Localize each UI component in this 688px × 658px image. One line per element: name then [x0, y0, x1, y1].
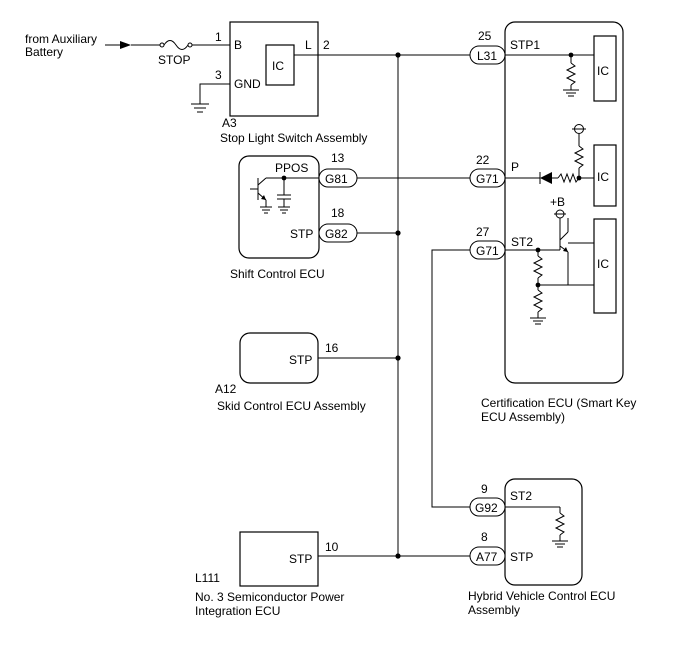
junction-dot-top	[395, 52, 401, 58]
cert-ic-3-label: IC	[597, 257, 609, 271]
hybrid-stp-label: STP	[510, 550, 533, 564]
cert-ic-1-box	[593, 35, 617, 102]
stp1-resistor-icon	[563, 55, 579, 97]
power-stp-label: STP	[289, 552, 312, 566]
certification-name-line1: Certification ECU (Smart Key	[481, 396, 636, 410]
pin-gnd-number: 3	[215, 68, 222, 82]
connector-a77	[469, 546, 506, 566]
diode-icon	[539, 172, 552, 184]
st2-transistor-icon	[559, 218, 594, 285]
ppos-label: PPOS	[275, 161, 308, 175]
power-stp-pin-number: 10	[325, 540, 339, 554]
p-resistor-icon	[557, 172, 580, 184]
stop-light-ic-label: IC	[272, 59, 284, 73]
connector-l31-label: L31	[477, 49, 497, 63]
p-label: P	[511, 160, 519, 174]
fuse-label: STOP	[158, 53, 190, 67]
certification-name-line2: ECU Assembly)	[481, 410, 565, 424]
stop-light-name: Stop Light Switch Assembly	[220, 131, 367, 145]
stop-light-ref: A3	[222, 116, 237, 130]
stp-bus-wires	[318, 54, 470, 557]
stp1-pin-number: 25	[478, 29, 492, 43]
hybrid-ecu-box	[504, 478, 583, 586]
hybrid-name-line2: Assembly	[468, 603, 520, 617]
stp1-label: STP1	[510, 38, 540, 52]
power-integration-ref: L111	[195, 571, 220, 585]
power-integration-name-line1: No. 3 Semiconductor Power	[195, 590, 344, 604]
shift-control-name: Shift Control ECU	[230, 267, 325, 281]
source-label-line2: Battery	[25, 45, 63, 59]
connector-g81	[318, 168, 358, 188]
fuse-symbol	[159, 40, 193, 50]
cert-ic-3-box	[593, 218, 617, 314]
power-integration-name-line2: Integration ECU	[195, 604, 280, 618]
connector-g82-label: G82	[325, 227, 348, 241]
st2-resistor-network-icon	[530, 250, 594, 325]
junction-dot-bottom	[395, 553, 401, 559]
pin-l-number: 2	[323, 38, 330, 52]
ppos-pin-number: 13	[331, 151, 345, 165]
connector-g81-label: G81	[325, 172, 348, 186]
source-arrow	[105, 41, 160, 49]
hybrid-st2-pin-number: 9	[481, 482, 488, 496]
connector-g71-p-label: G71	[476, 172, 499, 186]
connector-g92-label: G92	[475, 501, 498, 515]
connector-g71-st2-label: G71	[476, 244, 499, 258]
connector-g82	[318, 223, 358, 243]
pin-l-label: L	[305, 38, 312, 52]
hybrid-st2-label: ST2	[510, 489, 532, 503]
cert-ic-1-label: IC	[597, 64, 609, 78]
plus-b-terminal-icon	[554, 209, 566, 236]
hybrid-resistor-icon	[552, 507, 568, 548]
skid-control-box	[239, 332, 319, 384]
stop-light-ground-icon	[191, 83, 230, 113]
skid-stp-label: STP	[289, 353, 312, 367]
skid-stp-pin-number: 16	[325, 341, 339, 355]
pin-b-label: B	[234, 38, 242, 52]
pin-b-number: 1	[215, 30, 222, 44]
junction-dot-shift	[395, 230, 401, 236]
power-integration-box	[239, 531, 319, 587]
p-pullup-icon	[572, 124, 586, 178]
skid-control-name: Skid Control ECU Assembly	[217, 399, 366, 413]
connector-a77-label: A77	[476, 550, 498, 564]
pin-gnd-label: GND	[234, 77, 261, 91]
plus-b-label: +B	[550, 195, 565, 209]
st2-label: ST2	[511, 235, 533, 249]
p-pin-number: 22	[476, 153, 490, 167]
skid-control-ref: A12	[215, 382, 237, 396]
shift-stp-pin-number: 18	[331, 206, 345, 220]
junction-dot-skid	[395, 355, 401, 361]
stop-light-ic-box	[265, 44, 295, 86]
source-label-line1: from Auxiliary	[25, 32, 97, 46]
cert-ic-2-box	[593, 144, 617, 207]
cert-ic-2-label: IC	[597, 170, 609, 184]
hybrid-name-line1: Hybrid Vehicle Control ECU	[468, 589, 615, 603]
transistor-icon	[250, 177, 286, 214]
capacitor-icon	[277, 178, 291, 214]
shift-stp-label: STP	[290, 227, 313, 241]
st2-pin-number: 27	[476, 225, 490, 239]
hybrid-stp-pin-number: 8	[481, 530, 488, 544]
